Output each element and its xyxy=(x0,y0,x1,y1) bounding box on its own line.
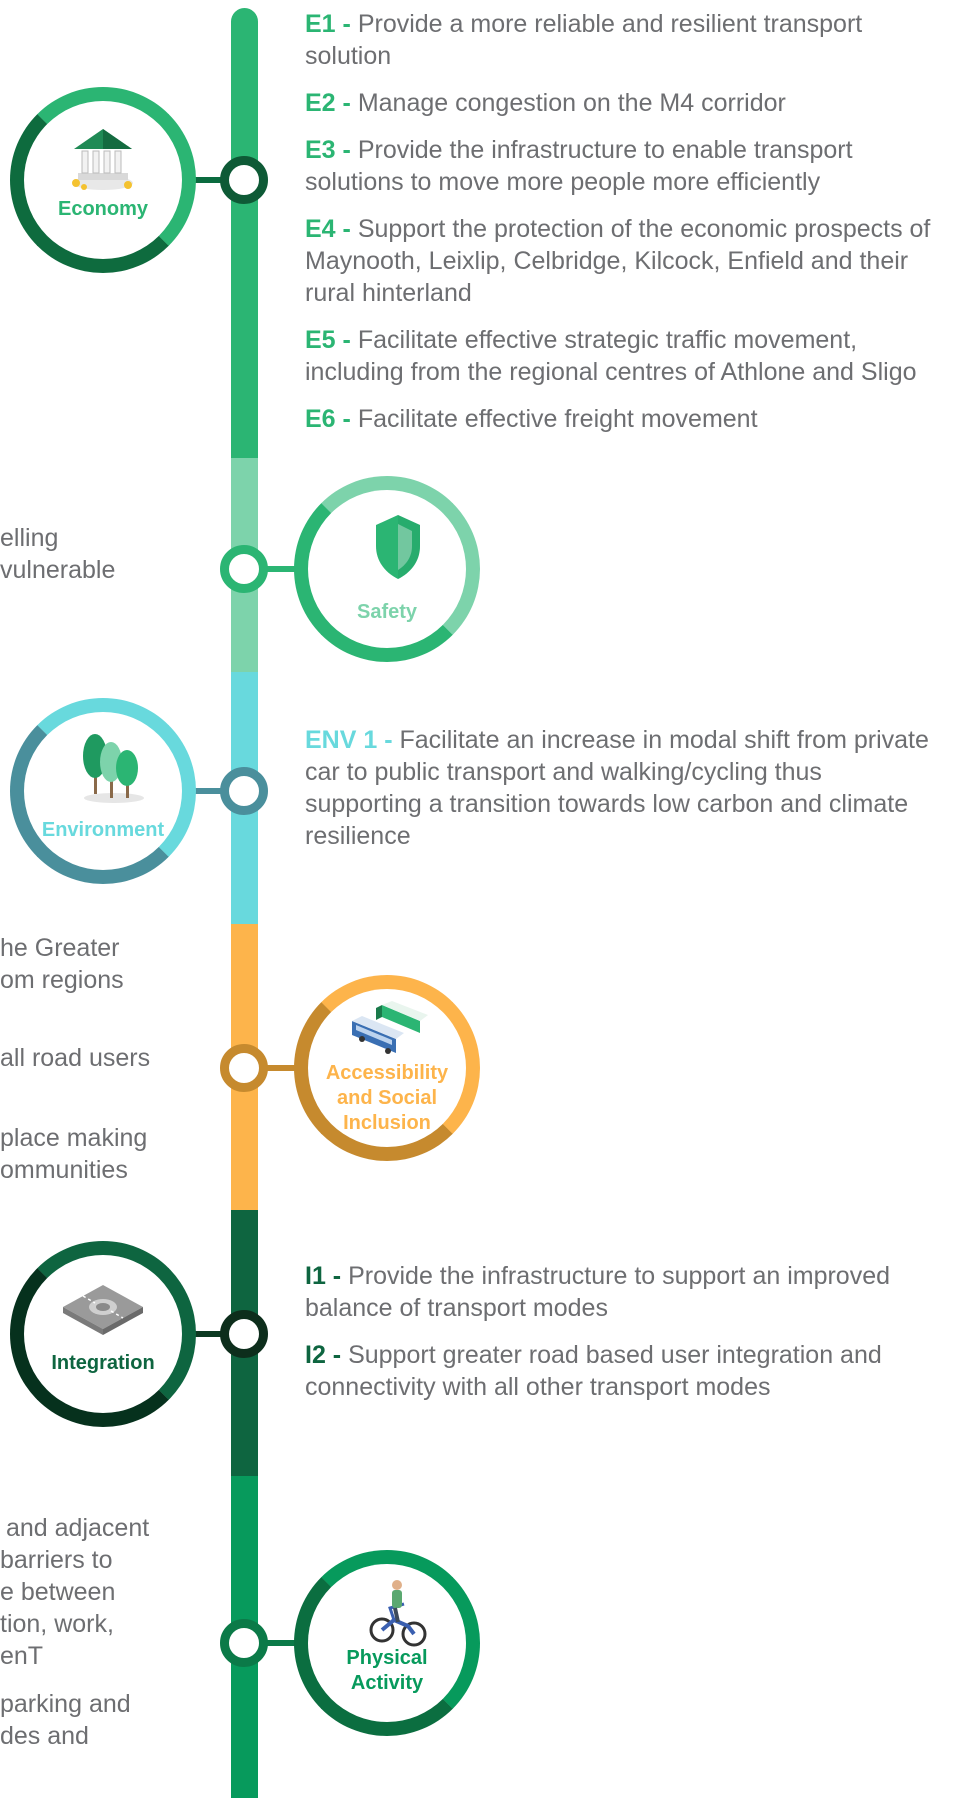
category-label-integration: Integration xyxy=(51,1352,155,1374)
cyclist-icon xyxy=(369,1580,427,1647)
objective-e3: E3 - Provide the infrastructure to enabl… xyxy=(305,134,945,198)
category-circle-safety: Safety xyxy=(294,476,480,662)
left-text-fragment: and adjacent xyxy=(6,1514,150,1542)
category-circle-physical-activity: Physical Activity xyxy=(294,1550,480,1736)
timeline-node-physical-activity xyxy=(220,1619,268,1667)
category-label-economy: Economy xyxy=(57,198,149,220)
timeline-segment-economy xyxy=(231,22,258,458)
objective-i1: I1 - Provide the infrastructure to suppo… xyxy=(305,1260,945,1324)
left-text-fragment: all road users xyxy=(0,1044,151,1072)
timeline-node-safety xyxy=(220,545,268,593)
objective-env1: ENV 1 - Facilitate an increase in modal … xyxy=(305,724,945,852)
objective-code: I1 - xyxy=(305,1262,342,1290)
timeline-node-integration xyxy=(220,1310,268,1358)
left-text-fragment: e between xyxy=(0,1578,116,1606)
objective-text: Support the protection of the economic p… xyxy=(305,215,931,307)
objective-text: Provide the infrastructure to support an… xyxy=(305,1262,891,1322)
objective-text: Facilitate effective strategic traffic m… xyxy=(305,326,917,386)
left-text-fragment: om regions xyxy=(0,966,124,994)
category-label-safety: Safety xyxy=(356,601,418,623)
objective-e5: E5 - Facilitate effective strategic traf… xyxy=(305,324,945,388)
objective-text: Manage congestion on the M4 corridor xyxy=(357,89,786,117)
objective-code: E4 - xyxy=(305,215,351,243)
objective-code: E3 - xyxy=(305,136,351,164)
left-text-fragment: enT xyxy=(0,1642,44,1670)
roundabout-icon xyxy=(63,1285,143,1335)
objective-text: Provide a more reliable and resilient tr… xyxy=(305,10,863,70)
objective-text: Support greater road based user integrat… xyxy=(305,1341,882,1401)
objective-text: Facilitate effective freight movement xyxy=(357,405,758,433)
bus-icon xyxy=(352,1001,428,1054)
left-text-fragment: place making xyxy=(0,1124,148,1152)
objective-text: Provide the infrastructure to enable tra… xyxy=(305,136,853,196)
left-text-fragment: tion, work, xyxy=(0,1610,114,1638)
timeline-node-accessibility xyxy=(220,1044,268,1092)
connector-physical-activity xyxy=(250,1640,300,1646)
connector-accessibility xyxy=(250,1065,300,1071)
connector-environment xyxy=(190,788,240,794)
objective-code: E2 - xyxy=(305,89,351,117)
category-circle-economy: Economy xyxy=(10,87,196,273)
left-text-fragment: ommunities xyxy=(0,1156,128,1184)
category-label-line: Accessibility xyxy=(325,1062,449,1084)
category-circle-environment: Environment xyxy=(10,698,196,884)
left-text-fragment: elling xyxy=(0,524,59,552)
timeline-node-economy xyxy=(220,156,268,204)
category-circle-integration: Integration xyxy=(10,1241,196,1427)
left-text-fragment: parking and xyxy=(0,1690,131,1718)
left-text-fragment: vulnerable xyxy=(0,556,116,584)
category-label-line: and Social xyxy=(336,1087,438,1109)
connector-economy xyxy=(190,177,240,183)
category-circle-accessibility: Accessibility and Social Inclusion xyxy=(294,975,480,1161)
category-label-physical-activity: Physical Activity xyxy=(308,1646,466,1696)
objective-code: I2 - xyxy=(305,1341,342,1369)
trees-icon xyxy=(83,734,144,803)
category-label-line: Physical xyxy=(346,1647,428,1669)
bank-icon xyxy=(72,129,133,190)
category-label-environment: Environment xyxy=(41,819,165,841)
left-text-fragment: barriers to xyxy=(0,1546,113,1574)
objective-e6: E6 - Facilitate effective freight moveme… xyxy=(305,403,945,435)
category-label-line: Activity xyxy=(350,1672,424,1694)
objective-code: E1 - xyxy=(305,10,351,38)
connector-integration xyxy=(190,1331,240,1337)
left-text-fragment: he Greater xyxy=(0,934,120,962)
timeline-node-environment xyxy=(220,767,268,815)
objective-e1: E1 - Provide a more reliable and resilie… xyxy=(305,8,945,72)
objective-code: E5 - xyxy=(305,326,351,354)
objective-e4: E4 - Support the protection of the econo… xyxy=(305,213,945,309)
objective-text: Facilitate an increase in modal shift fr… xyxy=(305,726,929,850)
objective-i2: I2 - Support greater road based user int… xyxy=(305,1339,945,1403)
connector-safety xyxy=(250,566,300,572)
objective-code: E6 - xyxy=(305,405,351,433)
category-label-line: Inclusion xyxy=(343,1112,431,1134)
objective-code: ENV 1 - xyxy=(305,726,393,754)
shield-icon xyxy=(376,515,420,579)
objective-e2: E2 - Manage congestion on the M4 corrido… xyxy=(305,87,945,119)
category-label-accessibility: Accessibility and Social Inclusion xyxy=(308,1061,466,1136)
left-text-fragment: des and xyxy=(0,1722,89,1750)
